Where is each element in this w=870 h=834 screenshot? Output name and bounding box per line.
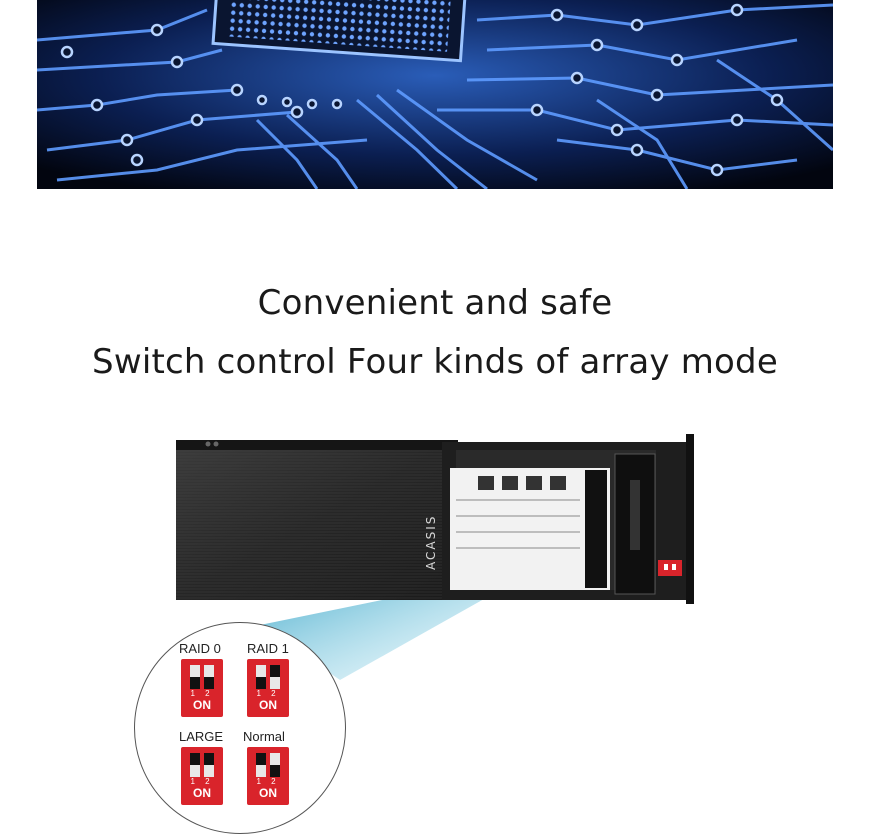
dip-switch-icon (658, 560, 682, 576)
switch-label-normal: Normal (243, 729, 285, 744)
headline-line-2: Switch control Four kinds of array mode (92, 342, 778, 382)
chip-icon (211, 0, 468, 63)
circuit-board-illustration (37, 0, 833, 189)
headline-line-1: Convenient and safe (257, 283, 613, 323)
hdd-enclosure-illustration: ACASIS (176, 434, 694, 680)
switch-label-raid0: RAID 0 (179, 641, 221, 656)
switch-label-raid1: RAID 1 (247, 641, 289, 656)
switch-label-large: LARGE (179, 729, 224, 744)
zoom-beam (260, 580, 500, 680)
circuit-board-banner (37, 0, 833, 189)
brand-logo: ACASIS (424, 515, 438, 570)
